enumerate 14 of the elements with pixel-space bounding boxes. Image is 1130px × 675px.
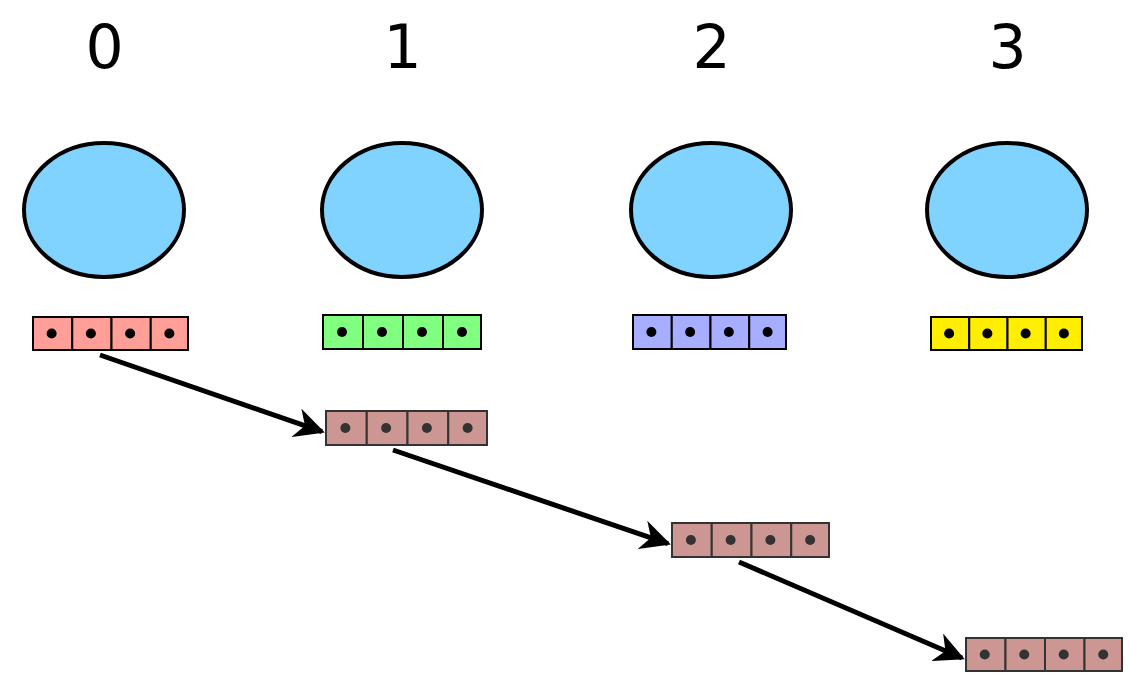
array-drawing	[930, 316, 1083, 351]
array-drawing	[325, 410, 488, 446]
array-drawing	[632, 314, 787, 350]
arrow	[99, 352, 325, 437]
array-drawing	[965, 637, 1123, 672]
rank-number: 1	[383, 15, 422, 79]
array-drawing	[671, 522, 830, 558]
rank-number: 0	[85, 15, 124, 79]
array-drawing	[32, 316, 189, 351]
rank-number: 3	[988, 15, 1027, 79]
array-drawing	[322, 314, 482, 350]
arrow	[738, 559, 965, 662]
rank-number: 2	[692, 15, 731, 79]
arrow	[392, 447, 671, 550]
